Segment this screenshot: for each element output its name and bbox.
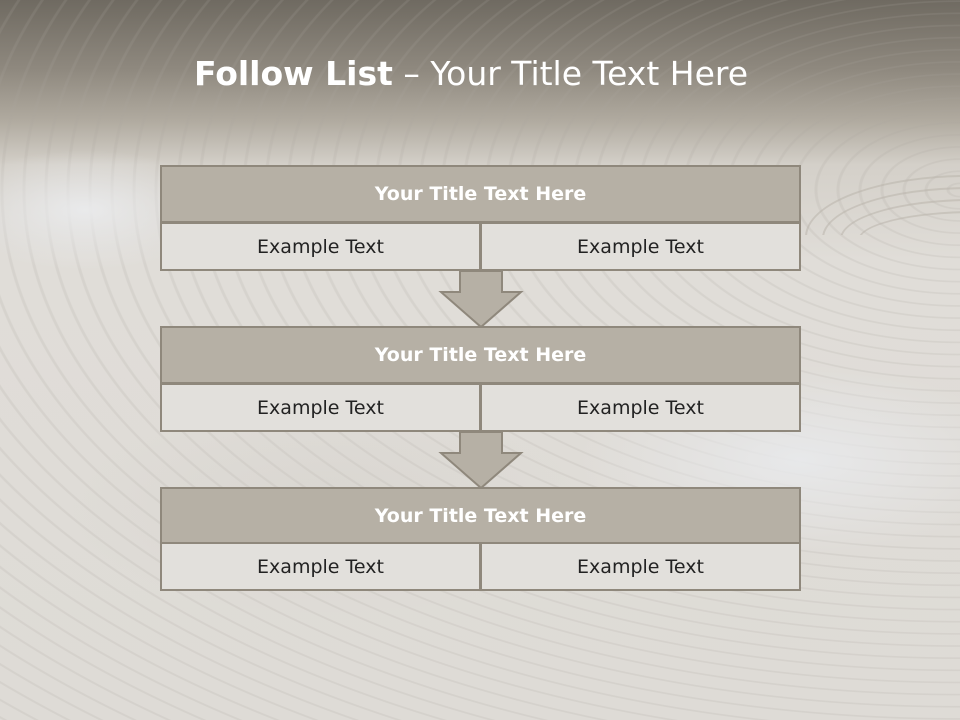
slide-title-rest: – Your Title Text Here — [392, 54, 749, 93]
step-3-left-text: Example Text — [160, 542, 481, 591]
step-title-1: Your Title Text Here — [160, 165, 801, 223]
slide-title: Follow List – Your Title Text Here — [0, 54, 942, 93]
step-block-2: Your Title Text Here Example Text Exampl… — [160, 326, 801, 432]
slide-title-bold: Follow List — [193, 54, 393, 93]
down-arrow-icon — [438, 431, 524, 489]
step-2-left-text: Example Text — [160, 383, 481, 432]
step-1-left-text: Example Text — [160, 222, 481, 271]
step-1-right-text: Example Text — [480, 222, 801, 271]
down-arrow-icon — [438, 270, 524, 328]
step-3-right-text: Example Text — [480, 542, 801, 591]
step-block-3: Your Title Text Here Example Text Exampl… — [160, 487, 801, 593]
step-title-3: Your Title Text Here — [160, 487, 801, 545]
step-title-2: Your Title Text Here — [160, 326, 801, 384]
sand-ripples — [790, 165, 960, 235]
step-block-1: Your Title Text Here Example Text Exampl… — [160, 165, 801, 271]
step-2-right-text: Example Text — [480, 383, 801, 432]
